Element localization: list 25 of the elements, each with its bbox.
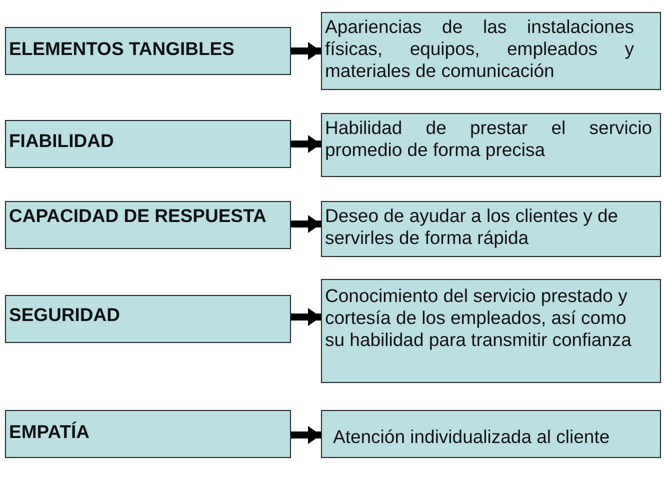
category-box xyxy=(5,295,291,343)
description-box xyxy=(321,279,661,383)
category-label: CAPACIDAD DE RESPUESTA xyxy=(9,205,268,227)
arrow xyxy=(291,42,321,60)
description-box xyxy=(321,113,661,177)
category-label: FIABILIDAD xyxy=(9,130,115,152)
description-text: Conocimiento del servicio prestado y cortesía de los empleados, así como su habilidad para transmitir confianza xyxy=(325,285,632,351)
category-box xyxy=(5,120,291,168)
category-label: EMPATÍA xyxy=(9,421,91,443)
description-text: Apariencias de las instalaciones físicas, equipos, empleados y materiales de comunicación xyxy=(325,16,634,82)
category-label: ELEMENTOS TANGIBLES xyxy=(9,38,236,60)
description-box xyxy=(321,12,661,90)
description-box xyxy=(321,410,661,458)
description-text: Habilidad de prestar el servicio promedio de forma precisa xyxy=(325,117,652,161)
arrow xyxy=(291,135,321,153)
arrow xyxy=(291,308,321,326)
description-text: Atención individualizada al cliente xyxy=(333,426,611,448)
description-box xyxy=(321,201,661,257)
arrow xyxy=(291,215,321,233)
category-label: SEGURIDAD xyxy=(9,304,122,326)
arrow xyxy=(291,426,321,444)
description-text: Deseo de ayudar a los clientes y de servirles de forma rápida xyxy=(325,205,620,249)
category-box xyxy=(5,410,291,458)
category-box xyxy=(5,201,291,249)
category-box xyxy=(5,27,291,75)
